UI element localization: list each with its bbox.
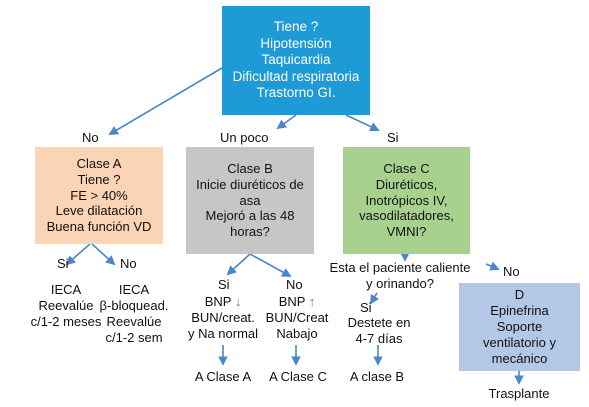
arrow-question-to-no — [485, 261, 500, 271]
arrow-down-icon: ↓ — [234, 294, 242, 309]
arrow-top-to-un-poco — [276, 114, 297, 130]
class-a-no-label: No — [120, 256, 137, 271]
arrow-a-to-no — [91, 243, 116, 266]
class-a-line: Tiene ? — [77, 171, 121, 187]
class-c-si-label: Si — [360, 300, 372, 315]
arrow-b-to-si — [226, 253, 251, 276]
class-b-no-label: No — [286, 277, 303, 292]
branch-label-un-poco: Un poco — [220, 130, 269, 145]
class-c-line: Diuréticos, — [375, 176, 438, 192]
class-a-line: FE > 40% — [70, 187, 128, 203]
class-a-si-label: Si — [57, 256, 69, 271]
top-line: Trastorno GI. — [256, 85, 336, 101]
class-d-line: ventilatorio y — [483, 334, 556, 350]
class-d-line: Soporte — [496, 319, 543, 335]
top-line: Dificultad respiratoria — [232, 68, 360, 84]
class-c-line: Clase C — [383, 160, 430, 176]
class-d-line: D — [514, 287, 525, 303]
top-line: Tiene ? — [273, 19, 319, 35]
class-b-no-final: A Clase C — [269, 369, 327, 384]
class-a-box: Clase A Tiene ? FE > 40% Leve dilatación… — [35, 147, 163, 244]
class-a-line: Buena función VD — [46, 219, 152, 235]
arrow-up-icon: ↑ — [308, 294, 316, 309]
class-a-line: Clase A — [76, 155, 122, 171]
arrow-b-to-no — [249, 253, 292, 277]
class-b-si-result: BNP ↓ BUN/creat. y Na normal — [187, 294, 259, 341]
class-b-si-label: Si — [218, 277, 230, 292]
class-a-no-result: IECA β-bloquead. Reevalúe c/1-2 sem — [99, 282, 169, 345]
class-b-no-result: BNP ↑ BUN/Creat Nabajo — [265, 294, 329, 341]
arrow-a-to-si — [65, 243, 91, 266]
top-line: Taquicardia — [261, 52, 331, 68]
arrow-question-to-si — [370, 292, 380, 305]
class-b-box: Clase B Inicie diuréticos de asa Mejoró … — [186, 147, 314, 254]
class-a-line: Leve dilatación — [55, 203, 143, 219]
class-b-line: Inicie diuréticos de — [196, 176, 304, 192]
arrow-top-to-si — [345, 114, 380, 132]
class-c-line: Inotrópicos IV, — [365, 192, 448, 208]
initial-question-box: Tiene ? Hipotensión Taquicardia Dificult… — [222, 6, 370, 115]
arrow-top-to-no — [108, 67, 223, 135]
class-c-box: Clase C Diuréticos, Inotrópicos IV, vaso… — [343, 147, 470, 254]
class-d-line: mecánico — [491, 350, 548, 366]
class-c-no-label: No — [503, 264, 520, 279]
class-b-line: Clase B — [227, 160, 273, 176]
class-a-si-result: IECA Reevalúe c/1-2 meses — [30, 282, 102, 329]
class-d-line: Epinefrina — [490, 303, 549, 319]
class-d-box: D Epinefrina Soporte ventilatorio y mecá… — [459, 283, 580, 371]
top-line: Hipotensión — [260, 35, 332, 51]
class-c-si-result: Destete en 4-7 días — [347, 315, 411, 346]
class-d-final: Trasplante — [488, 386, 550, 401]
class-c-line: VMNI? — [386, 224, 427, 240]
class-b-si-final: A Clase A — [194, 369, 252, 384]
class-c-question: Esta el paciente caliente y orinando? — [329, 260, 471, 291]
class-b-line: horas? — [230, 224, 270, 240]
branch-label-no: No — [82, 130, 99, 145]
class-c-line: vasodilatadores, — [359, 208, 454, 224]
class-b-line: Mejoró a las 48 — [205, 208, 295, 224]
class-c-si-final: A clase B — [349, 369, 405, 384]
branch-label-si: Si — [387, 130, 399, 145]
class-b-line: asa — [239, 192, 261, 208]
